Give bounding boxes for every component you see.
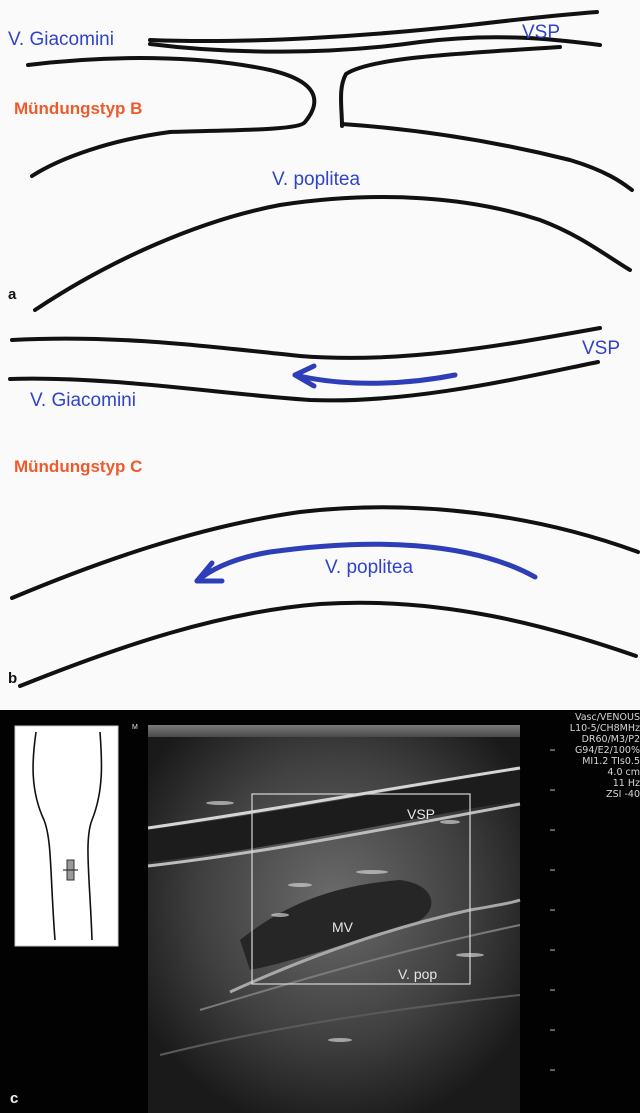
scanner-param: MI1.2 TIs0.5 xyxy=(562,756,640,767)
label-mundungstyp-c: Mündungstyp C xyxy=(14,457,142,477)
label-v-giacomini-b: V. Giacomini xyxy=(30,390,136,412)
label-v-poplitea-a: V. poplitea xyxy=(272,169,360,191)
panel-letter-a: a xyxy=(8,286,16,303)
label-v-giacomini-a: V. Giacomini xyxy=(8,29,114,51)
skin-surface-band xyxy=(148,725,520,737)
label-mundungstyp-b: Mündungstyp B xyxy=(14,99,142,119)
saphenous-left-wall-extension xyxy=(32,132,170,176)
panel-b-drawing xyxy=(0,316,640,710)
scanner-parameters: Vasc/VENOUS L10-5/CH8MHz DR60/M3/P2 G94/… xyxy=(562,712,640,800)
panel-b-diagram: VSP V. Giacomini Mündungstyp C V. poplit… xyxy=(0,316,640,710)
panel-letter-b: b xyxy=(8,670,17,687)
scanner-param: ZSI -40 xyxy=(562,789,640,800)
panel-a-diagram: V. Giacomini VSP Mündungstyp B V. poplit… xyxy=(0,0,640,316)
flow-arrow-giacomini xyxy=(295,375,455,383)
giacomini-vein-upper-wall-b xyxy=(12,328,600,358)
scanner-param: G94/E2/100% xyxy=(562,745,640,756)
label-vsp-b: VSP xyxy=(582,338,620,360)
scanner-param: 11 Hz xyxy=(562,778,640,789)
scanner-param: Vasc/VENOUS xyxy=(562,712,640,723)
label-v-pop: V. pop xyxy=(398,966,437,982)
popliteal-vein-upper-wall-b xyxy=(12,507,638,598)
panel-letter-c: c xyxy=(10,1090,18,1107)
panel-c-ultrasound: M VSP MV V. pop Vasc/VENOUS L10-5/CH8MHz… xyxy=(0,710,640,1113)
scale-marker: M xyxy=(132,724,138,731)
saphenopopliteal-junction-left-wall xyxy=(28,58,314,132)
popliteal-vein-lower-wall xyxy=(35,197,630,310)
label-vsp-a: VSP xyxy=(522,22,560,44)
scanner-param: DR60/M3/P2 xyxy=(562,734,640,745)
ultrasound-image xyxy=(0,710,640,1113)
label-vsp-c: VSP xyxy=(407,806,435,822)
scanner-param: L10-5/CH8MHz xyxy=(562,723,640,734)
popliteal-vein-upper-wall xyxy=(342,124,632,190)
body-marker-box xyxy=(15,726,118,946)
label-v-poplitea-b: V. poplitea xyxy=(325,557,413,579)
popliteal-vein-lower-wall-b xyxy=(20,603,636,686)
saphenopopliteal-junction-right-wall xyxy=(341,47,560,126)
scanner-param: 4.0 cm xyxy=(562,767,640,778)
label-mv: MV xyxy=(332,919,353,935)
